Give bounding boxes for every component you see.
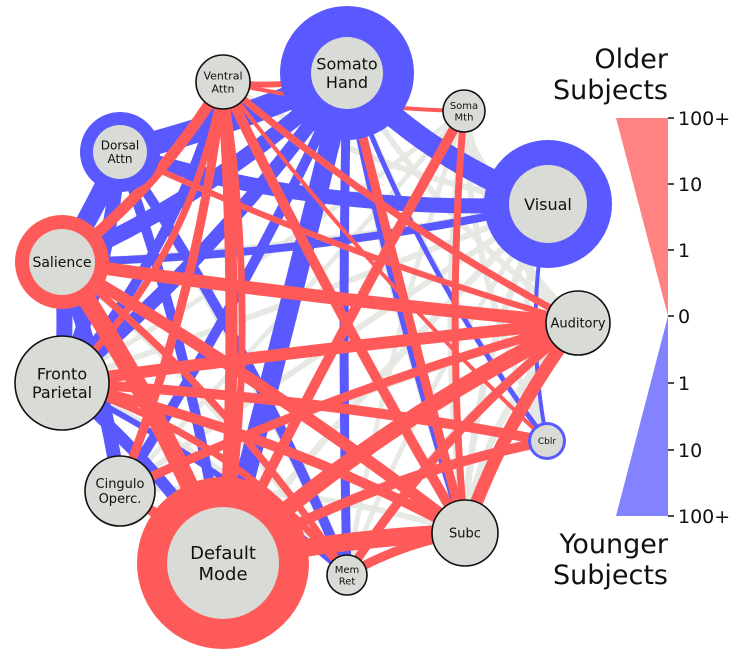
node-circle (326, 554, 368, 596)
older-connection (118, 318, 580, 496)
scale-tick-label: 10 (678, 440, 702, 462)
node-circle (14, 335, 110, 431)
node-circle (167, 507, 279, 619)
node-label: Cingulo (96, 477, 145, 492)
older-connection (451, 110, 469, 534)
node-cblr: Cblr (528, 422, 566, 460)
node-circle (84, 455, 156, 527)
node-circle (442, 89, 486, 133)
node-label: Attn (107, 152, 132, 166)
node-circle (545, 290, 611, 356)
older-connection (218, 79, 470, 536)
node-label: Auditory (550, 317, 605, 332)
node-circle (531, 425, 563, 457)
node-label: Hand (326, 73, 368, 92)
older-connection (61, 255, 579, 330)
scale-tick-label: 1 (678, 240, 690, 262)
node-subc: Subc (431, 499, 499, 567)
node-label: Attn (212, 82, 235, 95)
node-auditory: Auditory (545, 290, 611, 356)
older-connection (220, 79, 580, 327)
node-salience: Salience (15, 215, 109, 309)
node-circle (509, 165, 587, 243)
node-circle (195, 54, 251, 110)
node-label: Ventral (203, 70, 242, 83)
node-label: Soma (450, 101, 478, 112)
node-label: Operc. (99, 492, 142, 507)
node-label: Mth (455, 112, 474, 123)
older-connection (115, 81, 228, 493)
node-label: Default (190, 543, 256, 564)
older-connection (221, 80, 549, 443)
younger-title-line1: Younger (558, 529, 668, 560)
node-label: Subc (449, 527, 481, 542)
node-label: Cblr (538, 437, 556, 447)
older-connection (59, 259, 350, 577)
scale-tick-label: 0 (678, 306, 690, 328)
node-label: Salience (32, 255, 91, 271)
node-label: Somato (316, 55, 377, 74)
node-label: Dorsal (101, 138, 139, 152)
older-scale-wedge (616, 118, 668, 316)
node-label: Ret (339, 576, 356, 587)
older-connection (343, 319, 581, 578)
node-circle (311, 37, 383, 109)
node-visual: Visual (484, 140, 612, 268)
node-label: Visual (524, 195, 572, 214)
younger-scale-wedge (616, 316, 668, 516)
older-connection (61, 317, 579, 389)
scale-tick-label: 10 (678, 174, 702, 196)
node-label: Fronto (37, 365, 87, 384)
younger-title-line2: Subjects (553, 560, 668, 591)
node-circle (431, 499, 499, 567)
node-label: Mem (335, 565, 360, 576)
older-title-line1: Older (594, 44, 669, 75)
network-nodes: SomatoHandSomaMthVisualAuditoryCblrSubcM… (14, 6, 612, 649)
scale-tick-label: 100+ (678, 108, 730, 130)
node-label: Mode (198, 564, 247, 585)
older-connection (118, 149, 579, 326)
node-circle (29, 229, 95, 295)
older-connection (60, 378, 468, 538)
scale-tick-label: 100+ (678, 506, 730, 528)
scale-tick-label: 1 (678, 373, 690, 395)
older-title-line2: Subjects (553, 75, 668, 106)
node-label: Parietal (32, 383, 92, 402)
node-circle (93, 125, 147, 179)
